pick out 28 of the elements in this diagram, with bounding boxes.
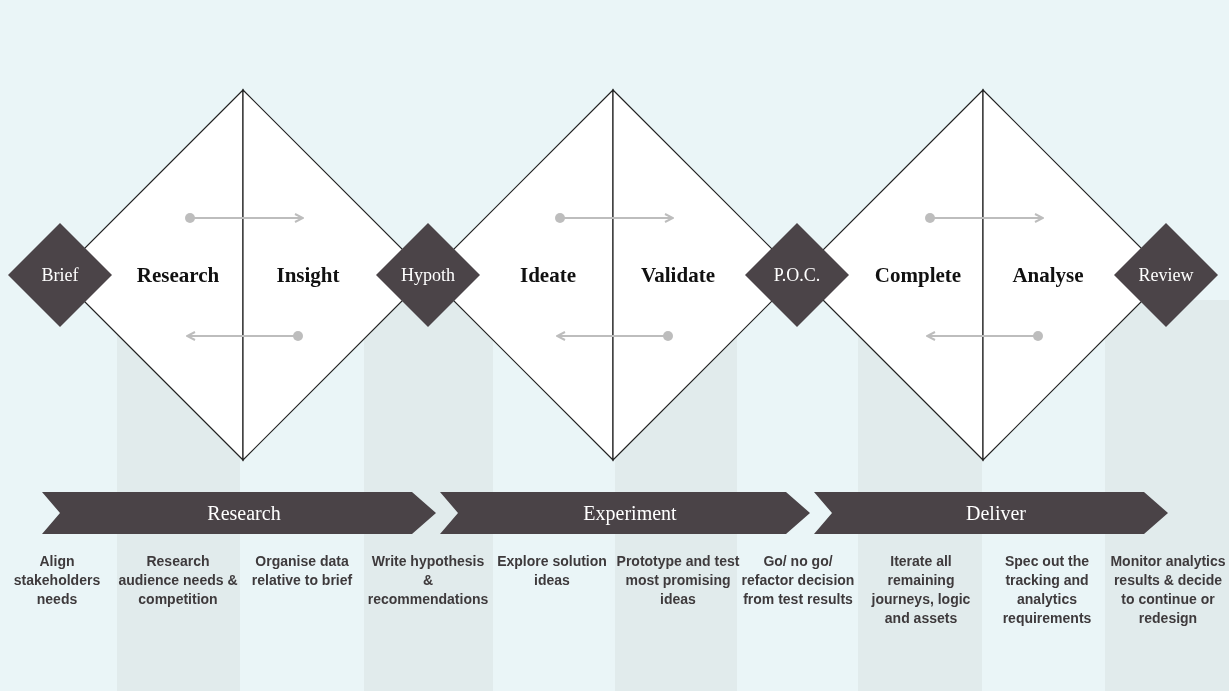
arrow [926,331,1043,341]
arrow [555,213,674,223]
stage-label: Research [207,501,281,525]
phase-label: Analyse [1012,262,1084,288]
step-description: Spec out the tracking and analytics requirements [1001,552,1093,628]
arrow [556,331,673,341]
step-description: Align stakeholders needs [12,552,102,609]
phase-label: Validate [641,262,715,288]
stage-label: Experiment [583,501,677,525]
step-description: Prototype and test most promising ideas [616,552,740,609]
phase-label: Insight [276,262,340,288]
milestone-label: Brief [41,264,79,286]
milestone-label: P.O.C. [773,264,821,286]
arrow [925,213,1044,223]
step-description: Explore solution ideas [496,552,608,590]
step-description: Write hypothesis & recommendations [366,552,490,609]
stage-label: Deliver [966,501,1026,525]
phase-label: Research [136,262,220,288]
phase-label: Complete [874,262,962,288]
arrow [186,331,303,341]
milestone-label: Review [1138,264,1194,286]
arrow [185,213,304,223]
milestone-label: Hypoth [401,264,455,286]
step-description: Iterate all remaining journeys, logic and assets [870,552,972,628]
step-description: Research audience needs & competition [117,552,239,609]
phase-label: Ideate [520,262,576,288]
step-description: Organise data relative to brief [250,552,354,590]
step-description: Monitor analytics results & decide to continue or redesign [1109,552,1227,628]
